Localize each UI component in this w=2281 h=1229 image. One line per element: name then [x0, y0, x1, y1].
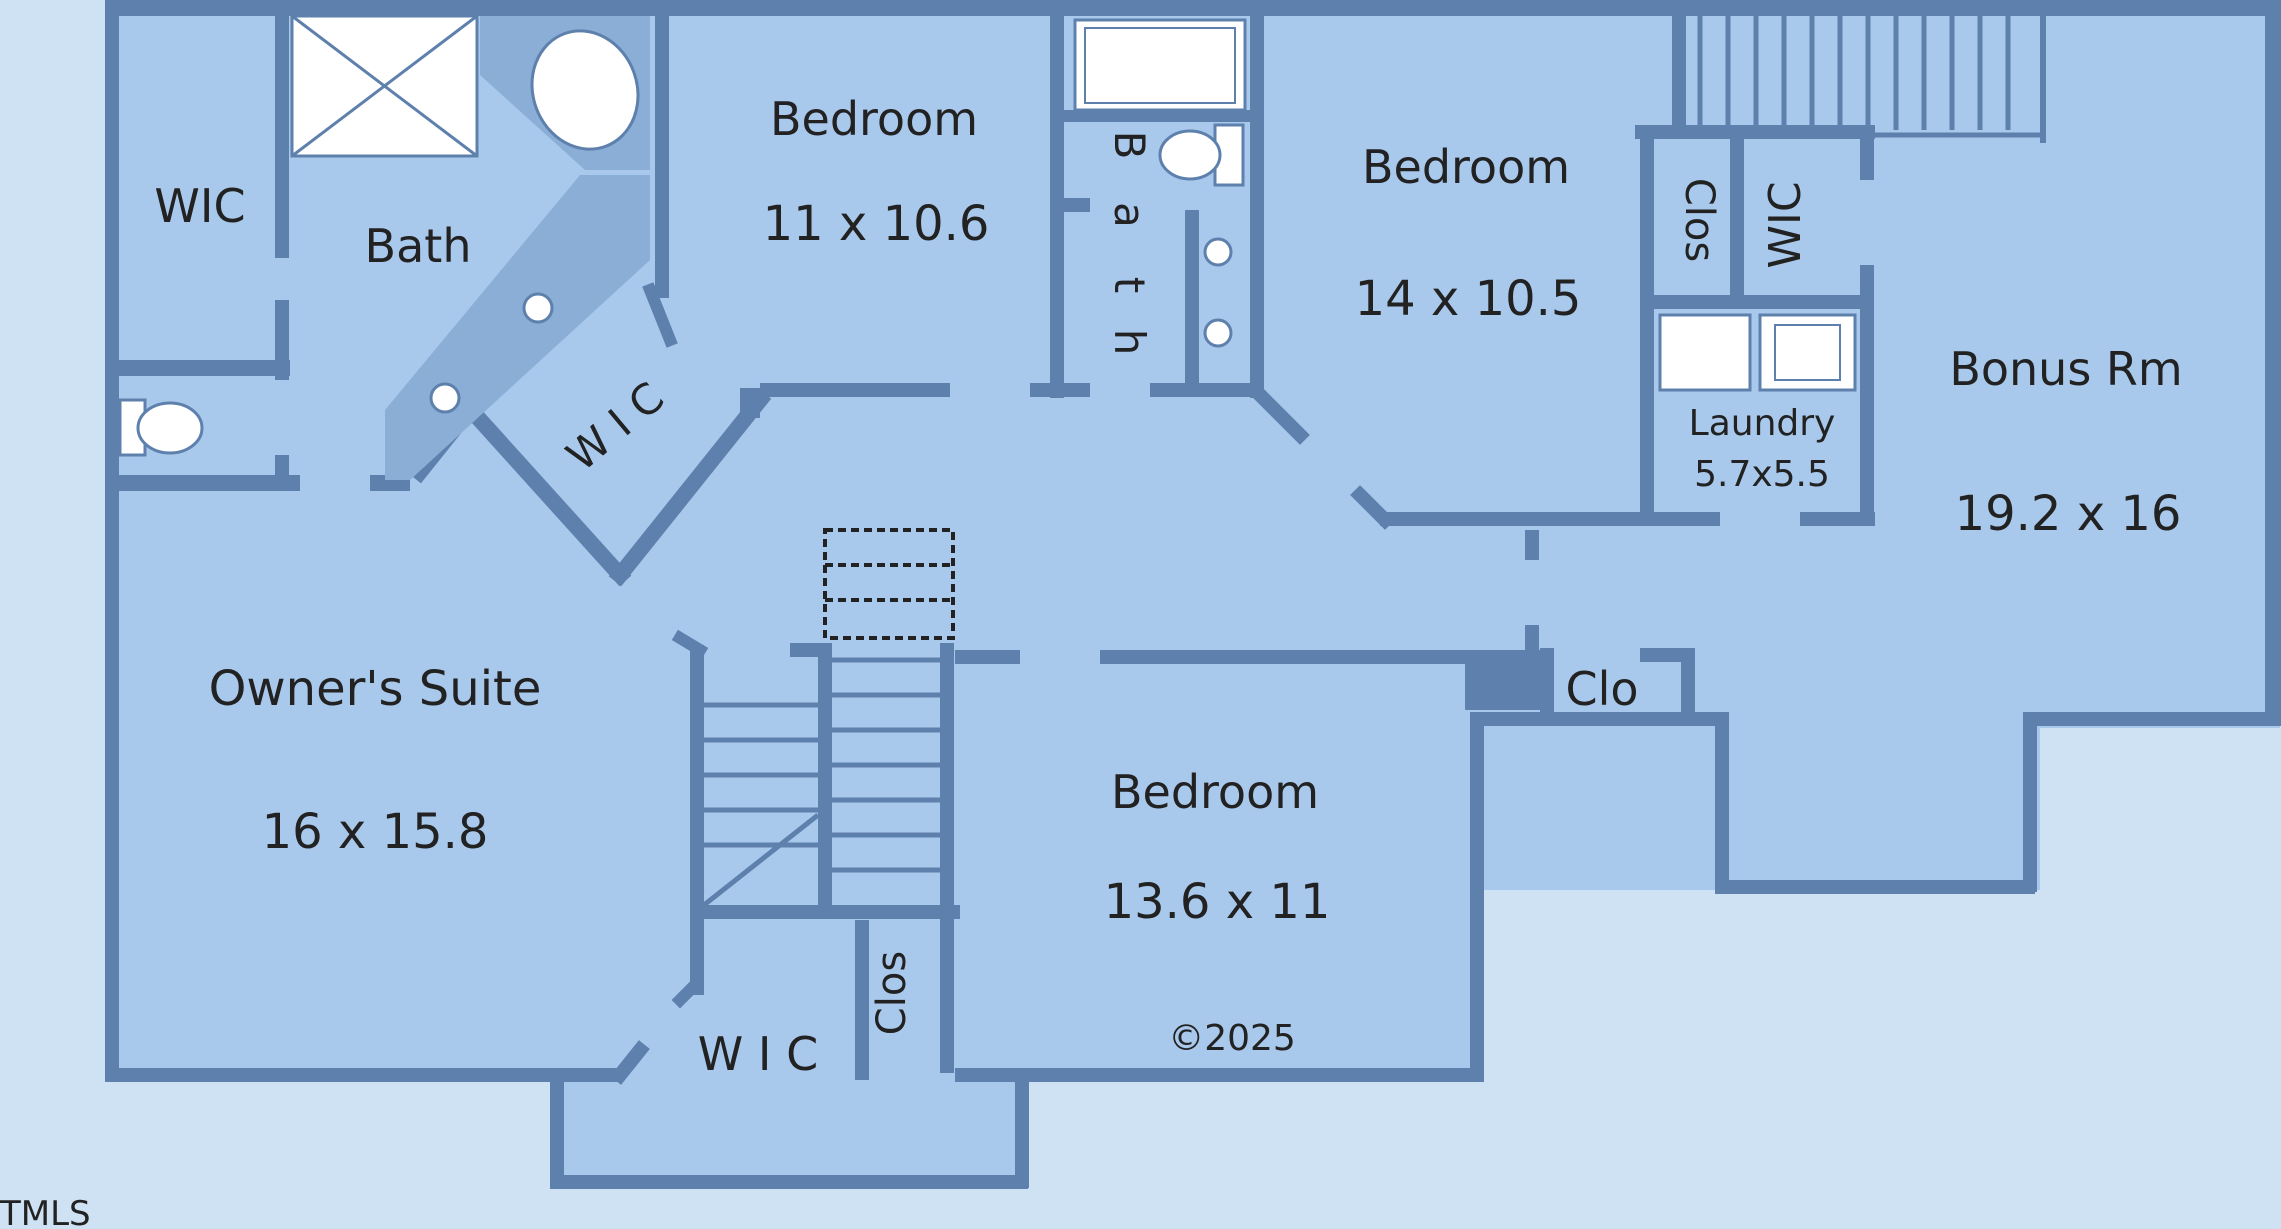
hall-bath-letter-t: t [1105, 277, 1154, 293]
exterior-walls [105, 0, 2281, 1189]
hall-bath-letter-b: B [1105, 131, 1154, 160]
clo-label: Clo [1565, 662, 1638, 716]
hall-bath-letter-h: h [1105, 329, 1154, 356]
bedroom2-size: 14 x 10.5 [1355, 271, 1582, 327]
wic-top-label: WIC [154, 179, 245, 233]
bedroom2-name: Bedroom [1362, 140, 1570, 194]
owner-bath-label: Bath [365, 219, 472, 273]
hall-bath-letter-a: a [1105, 202, 1154, 228]
vanity [385, 175, 650, 480]
bathtub-icon [480, 16, 650, 170]
upper-clos-label: Clos [1676, 178, 1722, 262]
bottom-wic-label: W I C [698, 1027, 818, 1081]
bedroom3-name: Bedroom [1111, 765, 1319, 819]
laundry-name: Laundry [1689, 403, 1836, 444]
owners-suite-size: 16 x 15.8 [262, 804, 489, 860]
dryer-icon [1758, 313, 1857, 392]
laundry-size: 5.7x5.5 [1694, 454, 1830, 495]
room-labels: WIC Bath Bedroom 11 x 10.6 B a t h Bedro… [0, 92, 2183, 1229]
floor-areas [110, 8, 2280, 1175]
toilet-icon [1158, 123, 1245, 187]
lower-clos-label: Clos [869, 951, 915, 1035]
watermark: TMLS [0, 1194, 91, 1229]
bathtub-icon [1073, 18, 1247, 112]
bedroom1-size: 11 x 10.6 [763, 196, 990, 252]
fixtures [118, 14, 1857, 480]
bonus-room-name: Bonus Rm [1949, 342, 2182, 396]
washer-icon [1658, 313, 1752, 392]
upper-wic-label: WIC [1760, 181, 1811, 268]
bedroom3-size: 13.6 x 11 [1104, 874, 1331, 930]
owners-suite-name: Owner's Suite [209, 661, 542, 717]
bonus-room-size: 19.2 x 16 [1955, 486, 2182, 542]
copyright: ©2025 [1168, 1018, 1296, 1059]
stairs-icon [702, 8, 2045, 907]
shower-icon [290, 14, 479, 158]
bedroom1-name: Bedroom [770, 92, 978, 146]
toilet-icon [118, 398, 204, 457]
sink-icon [1203, 237, 1233, 348]
